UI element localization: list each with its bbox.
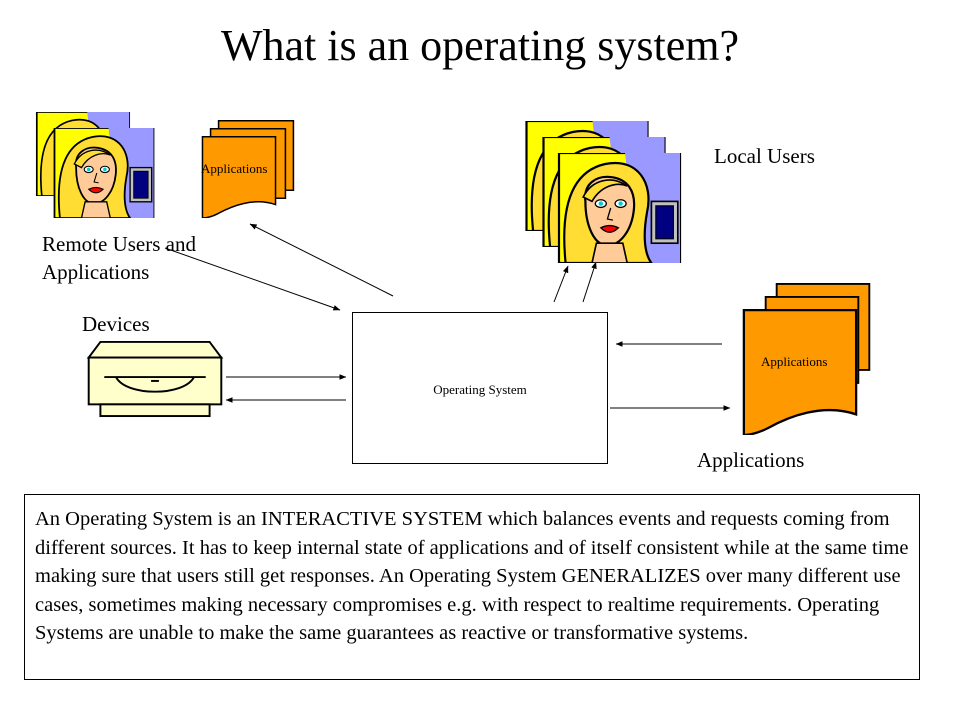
document-stack-icon — [201, 136, 277, 218]
local-users-label: Local Users — [714, 144, 815, 168]
remote-users-label-line1: Remote Users and — [42, 232, 196, 256]
arrow-remote-to-os — [164, 247, 341, 311]
document-stack-icon — [742, 309, 858, 435]
operating-system-box: Operating System — [352, 312, 608, 464]
remote-applications-doc-label: Applications — [201, 161, 268, 176]
arrow-os-to-local-users — [553, 265, 569, 303]
operating-system-label: Operating System — [433, 382, 527, 397]
description-box: An Operating System is an INTERACTIVE SY… — [24, 494, 920, 680]
devices-label: Devices — [82, 312, 150, 336]
description-text: An Operating System is an INTERACTIVE SY… — [35, 508, 909, 645]
remote-users-label-line2: Applications — [42, 260, 150, 284]
disk-drive-icon — [87, 340, 223, 418]
applications-label: Applications — [697, 448, 805, 472]
right-applications-doc-label: Applications — [761, 354, 828, 369]
arrow-local-users-to-os — [582, 261, 597, 303]
remote-user-portrait-icon — [53, 128, 155, 218]
local-user-portrait-icon — [557, 153, 682, 263]
slide-title: What is an operating system? — [220, 21, 740, 70]
arrow-os-to-remote-apps — [249, 223, 394, 297]
